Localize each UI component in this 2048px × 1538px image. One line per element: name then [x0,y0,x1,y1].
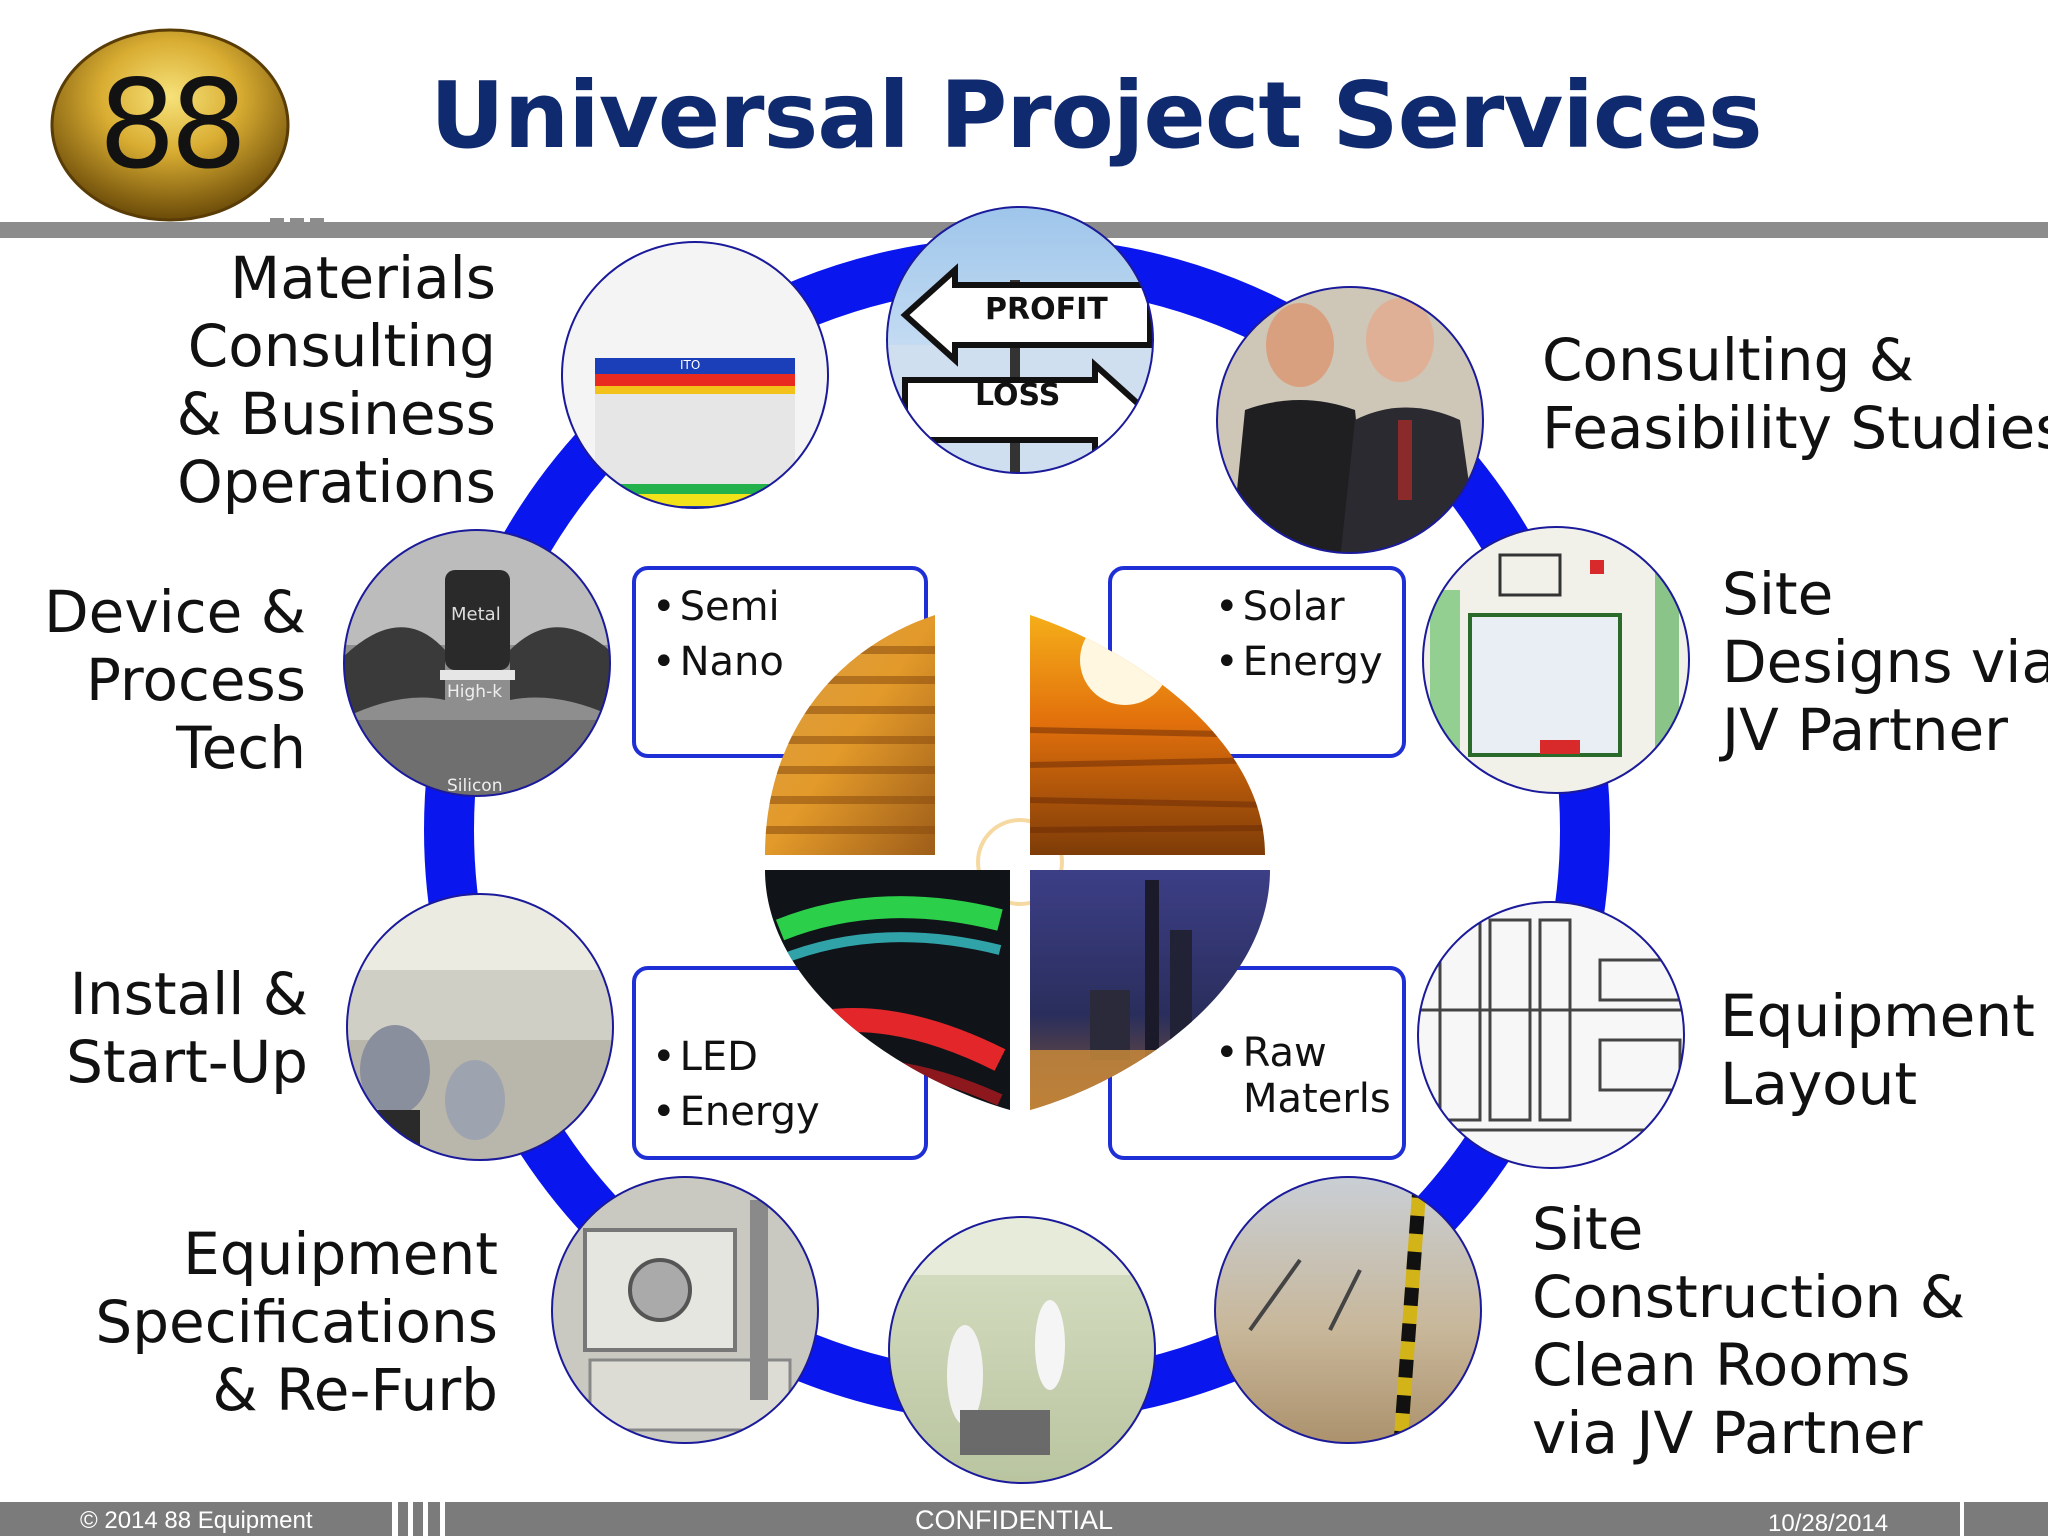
highk-label: High-k [447,682,503,702]
market-list-raw: Raw Materls [1215,1030,1391,1122]
header-tick [270,218,284,238]
photo-ring [343,529,611,797]
layer-stack-photo [562,242,828,508]
footer-bar [0,1502,2048,1536]
photo-ring [1422,526,1690,794]
service-label-consulting: Consulting &Feasibility Studies [1542,326,2048,462]
header-tick [290,218,304,238]
silicon-label: Silicon [447,776,503,796]
profit-sign-text: PROFIT [985,292,1108,327]
market-list-solar: Solar Energy [1215,580,1383,690]
footer-date: 10/28/2014 [1768,1510,1889,1537]
photo-ring [1214,1176,1482,1444]
layer-label: ITO [680,507,701,521]
footer-separator [1960,1502,1964,1536]
footer-copyright: © 2014 88 Equipment [80,1507,313,1534]
install-startup-photo [347,894,613,1160]
footer-confidential: CONFIDENTIAL [915,1505,1114,1535]
photo-ring [886,206,1154,474]
photo-ring [551,1176,819,1444]
transistor-crosssection-photo [344,530,610,796]
photo-ring [1417,901,1685,1169]
profit-loss-sign-photo [887,207,1153,473]
layer-label: ITO [680,358,701,372]
footer-separator [423,1502,428,1536]
equipment-machine-photo [552,1177,818,1443]
photo-ring [1216,286,1484,554]
logo-medallion [50,28,290,222]
loss-sign-text: LOSS [975,378,1061,413]
photo-ring [561,241,829,509]
header-tick [310,218,324,238]
market-list-semi: Semi Nano [652,580,784,690]
metal-label: Metal [451,604,501,625]
footer-separator [440,1502,445,1536]
consulting-meeting-photo [1217,287,1483,553]
footer-separator [408,1502,413,1536]
center-ring [976,818,1064,906]
page-title: Universal Project Services [430,62,1763,169]
service-label-install: Install &Start-Up [66,960,308,1096]
equipment-layout-drawing [1418,902,1684,1168]
construction-site-photo [1215,1177,1481,1443]
logo-text: 88 [98,54,247,196]
market-list-led: LED Energy [652,1030,820,1140]
photo-ring [346,893,614,1161]
footer-separator [392,1502,398,1536]
photo-ring [888,1216,1156,1484]
